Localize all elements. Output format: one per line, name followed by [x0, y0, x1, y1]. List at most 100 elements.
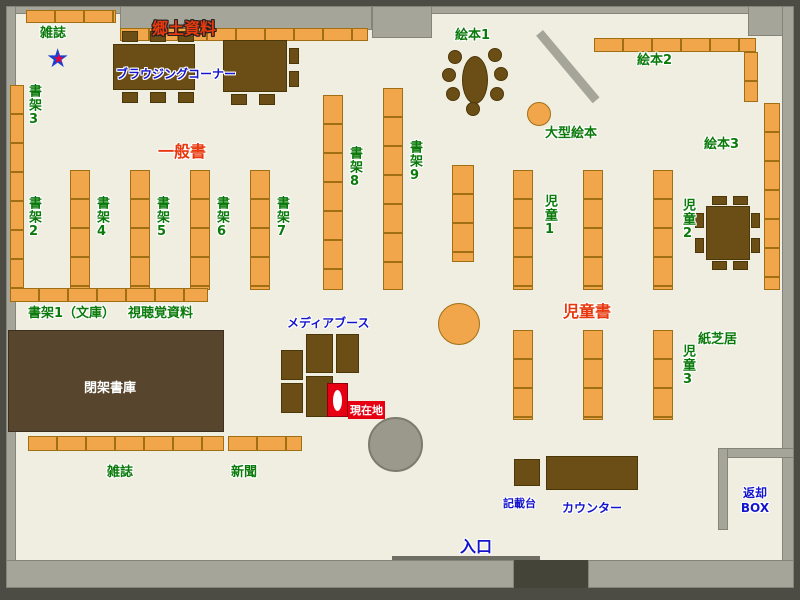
newspapers-label: 新聞: [231, 465, 258, 480]
current-location-marker: [327, 383, 348, 417]
bookshelf-magazines-bottom: [28, 436, 224, 451]
shelf6-label: 書架6: [214, 196, 229, 240]
children-books-label: 児童書: [563, 302, 612, 321]
chair: [150, 31, 166, 42]
shelf3-label: 書架3: [26, 84, 41, 128]
wall-right: [782, 6, 794, 588]
media-booth: [281, 350, 303, 380]
media-booth-label: メディアブース: [287, 316, 370, 330]
shelf7-label: 書架7: [274, 196, 289, 240]
chair: [231, 94, 247, 105]
round-display-table: [438, 303, 480, 345]
writing-desk: [514, 459, 540, 486]
audiovisual-label: 視聴覚資料: [128, 306, 194, 321]
wall-bottom-left: [6, 560, 514, 588]
chair: [733, 261, 748, 270]
shelf5-label: 書架5: [154, 196, 169, 240]
return-box-label: 返却BOX: [740, 486, 770, 515]
picturebooks3-label: 絵本3: [704, 137, 740, 152]
magazine-star-icon: ★ ★: [46, 44, 70, 74]
wall-returnbox-top: [718, 448, 794, 458]
bookshelf-newspapers: [228, 436, 302, 451]
outer-frame-right: [794, 0, 800, 600]
children-table: [706, 206, 750, 260]
shelf1-bunko-label: 書架1（文庫）: [28, 306, 116, 321]
outer-frame-top: [0, 0, 800, 6]
stool: [448, 50, 462, 64]
bookshelf-picturebooks2: [594, 38, 756, 52]
stool: [490, 87, 504, 101]
picturebooks1-label: 絵本1: [455, 28, 491, 43]
current-location-dot: [333, 390, 342, 411]
bookshelf-children1: [513, 170, 533, 290]
bookshelf-picturebooks3: [764, 103, 780, 290]
browsing-table-2: [223, 40, 287, 92]
stool: [488, 48, 502, 62]
chair: [695, 238, 704, 253]
counter-label: カウンター: [562, 501, 623, 515]
children2-label: 児童2: [680, 198, 695, 242]
chair: [695, 213, 704, 228]
closed-stacks-room: [8, 330, 224, 432]
counter-desk: [546, 456, 638, 490]
wall-returnbox-side: [718, 448, 728, 530]
chair: [122, 92, 138, 103]
large-picturebook-stand: [527, 102, 551, 126]
stool: [442, 68, 456, 82]
kamishibai-label: 紙芝居: [698, 332, 738, 347]
bookshelf-leftwall: [10, 85, 24, 290]
outer-frame-left: [0, 0, 6, 600]
bookshelf-magazines-top: [26, 10, 116, 23]
large-picturebooks-label: 大型絵本: [545, 126, 598, 141]
shelf9-label: 書架9: [407, 140, 422, 184]
closed-stacks-label: 閉架書庫: [84, 381, 137, 396]
browsing-table-1: [113, 44, 195, 90]
stool: [446, 87, 460, 101]
bookshelf-8: [323, 95, 343, 290]
bookshelf-bunko-audiovisual: [10, 288, 208, 302]
browsing-corner-label: ブラウジングコーナー: [116, 67, 237, 81]
media-booth: [281, 383, 303, 413]
chair: [122, 31, 138, 42]
bookshelf-children3: [653, 330, 673, 420]
wall-top-block: [372, 6, 432, 38]
children1-label: 児童1: [542, 194, 557, 238]
entrance-label: 入口: [460, 537, 493, 556]
chair: [259, 94, 275, 105]
local-materials-label: 郷土資料: [152, 19, 217, 38]
bookshelf-4: [70, 170, 90, 290]
bookshelf-children2: [653, 170, 673, 290]
bookshelf-7: [250, 170, 270, 290]
chair: [289, 48, 299, 64]
pillar: [368, 417, 423, 472]
current-location-label: 現在地: [348, 401, 385, 419]
chair: [712, 196, 727, 205]
entrance-opening: [514, 560, 588, 588]
media-booth: [306, 334, 333, 373]
picturebooks2-label: 絵本2: [637, 53, 673, 68]
bookshelf-6: [190, 170, 210, 290]
chair: [178, 92, 194, 103]
writing-desk-label: 記載台: [503, 497, 536, 510]
bookshelf-children-lower1: [513, 330, 533, 420]
stool: [494, 67, 508, 81]
wall-bottom-right: [588, 560, 794, 588]
bookshelf-children-lower2: [583, 330, 603, 420]
picturebook-table: [462, 56, 488, 104]
general-books-label: 一般書: [158, 142, 207, 161]
chair: [289, 71, 299, 87]
stool: [466, 102, 480, 116]
shelf4-label: 書架4: [94, 196, 109, 240]
bookshelf-topright-vertical: [744, 52, 758, 102]
children3-label: 児童3: [680, 344, 695, 388]
magazines-top-label: 雑誌: [40, 26, 67, 41]
bookshelf-center-small: [452, 165, 474, 262]
wall-diagonal: [536, 30, 600, 104]
chair: [178, 31, 194, 42]
entrance-threshold: [392, 556, 540, 560]
bookshelf-5: [130, 170, 150, 290]
outer-frame-bottom: [0, 588, 800, 600]
chair: [712, 261, 727, 270]
chair: [150, 92, 166, 103]
